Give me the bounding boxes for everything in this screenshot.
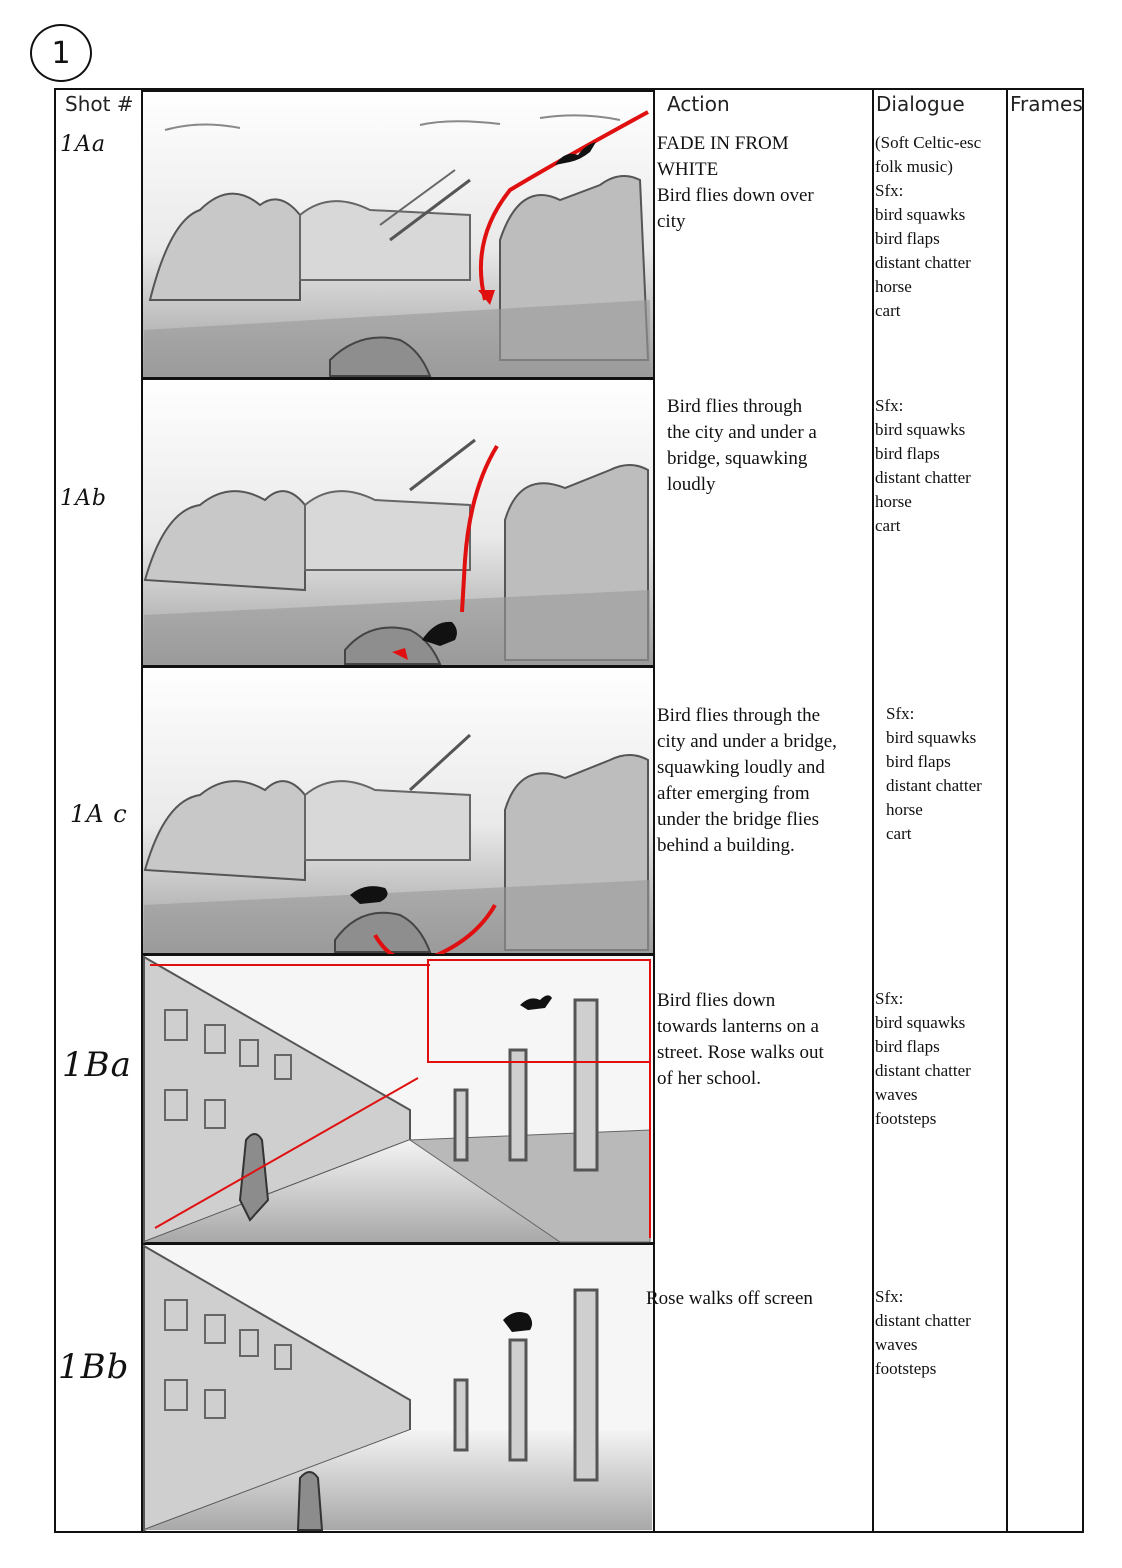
dialogue-1Ab: Sfx: bird squawks bird flaps distant cha…	[875, 396, 971, 535]
action-1Aa: FADE IN FROM WHITE Bird flies down over …	[657, 133, 814, 232]
action-1Ac: Bird flies through the city and under a …	[657, 705, 837, 856]
header-dialogue: Dialogue	[876, 92, 965, 116]
header-action: Action	[667, 92, 730, 116]
dialogue-1Ac: Sfx: bird squawks bird flaps distant cha…	[886, 704, 982, 843]
dialogue-1Ba: Sfx: bird squawks bird flaps distant cha…	[875, 989, 971, 1128]
shot-label-1Ba: 1Ba	[62, 1045, 132, 1085]
panel-1Ba	[141, 954, 655, 1244]
shot-label-1Ab: 1Ab	[60, 486, 107, 511]
dialogue-1Aa: (Soft Celtic-esc folk music) Sfx: bird s…	[875, 133, 982, 320]
action-1Ba: Bird flies down towards lanterns on a st…	[657, 990, 824, 1089]
shot-label-1Aa: 1Aa	[60, 132, 107, 157]
shot-label-1Ac: 1A c	[70, 800, 128, 828]
panel-1Ab	[141, 378, 655, 667]
header-shot: Shot #	[65, 92, 134, 116]
header-frames: Frames	[1010, 92, 1083, 116]
shot-label-1Bb: 1Bb	[58, 1347, 130, 1387]
panel-1Ac	[141, 666, 655, 964]
panel-1Bb	[141, 1243, 655, 1533]
page-number: 1	[30, 24, 92, 82]
action-1Bb: Rose walks off screen	[646, 1288, 813, 1309]
panel-1Aa	[141, 90, 655, 379]
action-1Ab: Bird flies through the city and under a …	[667, 396, 817, 495]
dialogue-1Bb: Sfx: distant chatter waves footsteps	[875, 1287, 971, 1378]
